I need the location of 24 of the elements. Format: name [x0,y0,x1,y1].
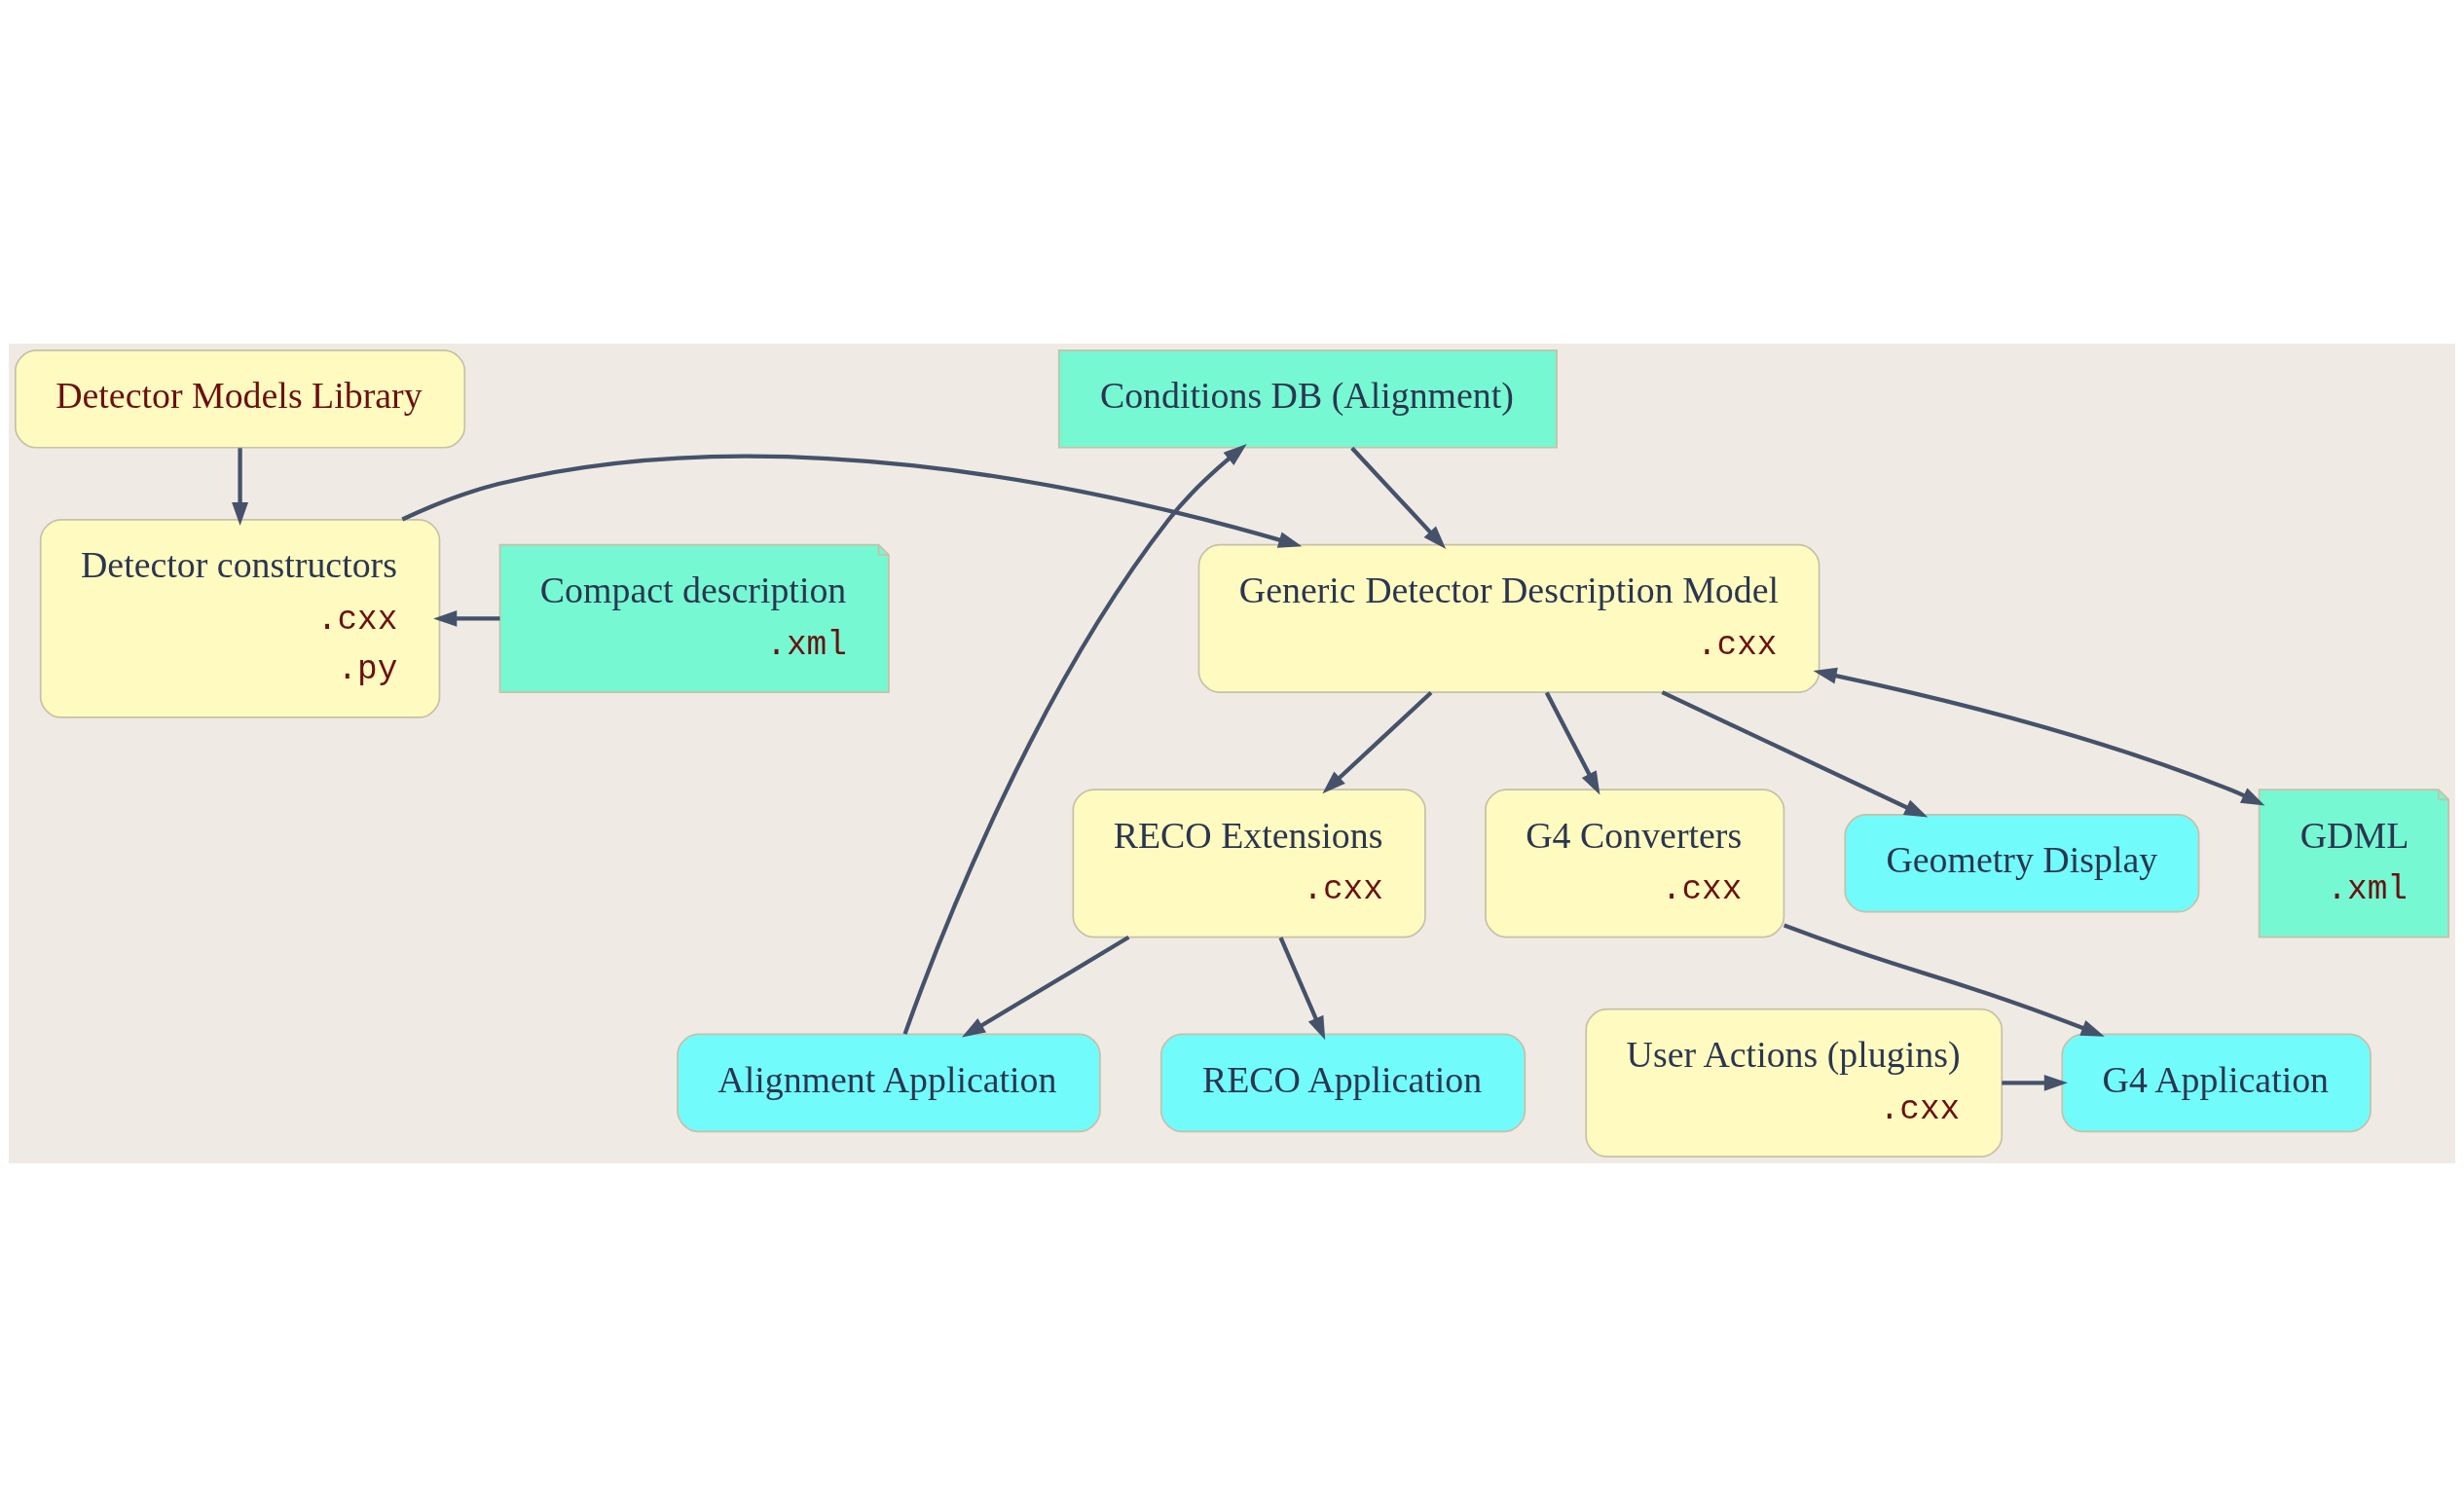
node-box: G4 Application [2061,1033,2372,1132]
arrow [1661,689,1929,818]
node-box: User Actions (plugins) .cxx [1585,1008,2004,1157]
node-box: Conditions DB (Alignment) [1057,349,1558,449]
arrow [1544,691,1600,794]
node-box: Alignment Application [677,1033,1101,1132]
node-box: Geometry Display [1844,813,2200,913]
node-box: RECO Application [1159,1033,1526,1132]
arrow [433,609,500,627]
arrow [1783,922,2105,1037]
arrow [961,935,1130,1038]
arrow [1813,667,2265,805]
arrow [1322,690,1433,793]
node-box: Detector constructors .cxx .py [39,518,441,718]
arrow [401,454,1303,548]
arrow [902,443,1247,1035]
node-box: G4 Converters .cxx [1485,788,1785,937]
arrow [232,447,249,526]
node-box: Detector Models Library [15,349,466,449]
arrow [1350,446,1447,549]
arrow [1278,936,1326,1040]
arrow [2002,1074,2068,1091]
node-box: RECO Extensions .cxx [1072,788,1426,937]
node-box: Generic Detector Description Model .cxx [1197,543,1820,693]
